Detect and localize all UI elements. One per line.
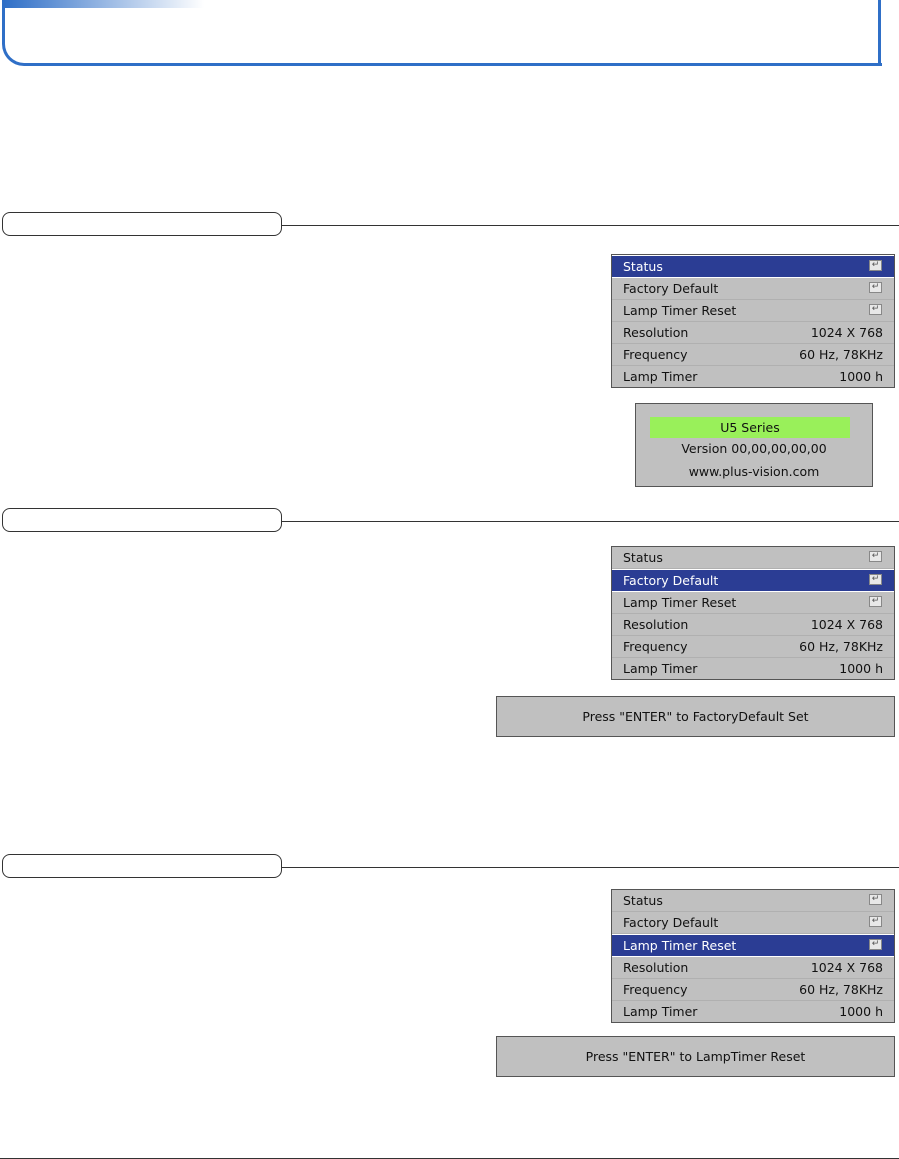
- section-heading-rule: [282, 521, 899, 522]
- menu-item-resolution: Resolution 1024 X 768: [612, 957, 894, 979]
- section-heading-pill: [2, 212, 282, 236]
- menu-item-value: 1024 X 768: [810, 325, 883, 340]
- section-heading-factory-default: [0, 508, 899, 534]
- menu-item-lamp-timer-reset[interactable]: Lamp Timer Reset ↵: [612, 300, 894, 322]
- menu-item-label: Status: [623, 259, 663, 274]
- section-heading-rule: [282, 867, 899, 868]
- menu-item-label: Status: [623, 550, 663, 565]
- lamp-timer-reset-message: Press "ENTER" to LampTimer Reset: [496, 1036, 895, 1077]
- menu-item-value: 1000 h: [839, 1004, 883, 1019]
- menu-item-label: Factory Default: [623, 915, 719, 930]
- osd-menu-status: Status ↵ Factory Default ↵ Lamp Timer Re…: [611, 254, 895, 388]
- menu-item-label: Resolution: [623, 617, 689, 632]
- version-info-box: U5 Series Version 00,00,00,00,00 www.plu…: [635, 403, 873, 487]
- menu-item-label: Factory Default: [623, 573, 719, 588]
- menu-item-lamp-timer: Lamp Timer 1000 h: [612, 366, 894, 387]
- section-heading-pill: [2, 854, 282, 878]
- menu-item-value: 1000 h: [839, 661, 883, 676]
- section-heading-rule: [282, 225, 899, 226]
- enter-icon: ↵: [869, 551, 882, 562]
- menu-item-label: Lamp Timer: [623, 1004, 698, 1019]
- menu-item-label: Lamp Timer Reset: [623, 595, 737, 610]
- osd-menu-factory-default: Status ↵ Factory Default ↵ Lamp Timer Re…: [611, 546, 895, 680]
- enter-icon: ↵: [869, 574, 882, 585]
- menu-item-frequency: Frequency 60 Hz, 78KHz: [612, 344, 894, 366]
- menu-item-label: Factory Default: [623, 281, 719, 296]
- enter-icon: ↵: [869, 596, 882, 607]
- header-divider: [878, 0, 881, 66]
- series-name: U5 Series: [650, 417, 850, 438]
- section-heading-pill: [2, 508, 282, 532]
- menu-item-lamp-timer-reset[interactable]: Lamp Timer Reset ↵: [612, 934, 894, 957]
- header-gradient: [4, 0, 204, 8]
- menu-item-label: Resolution: [623, 960, 689, 975]
- menu-item-status[interactable]: Status ↵: [612, 255, 894, 278]
- enter-icon: ↵: [869, 894, 882, 905]
- menu-item-frequency: Frequency 60 Hz, 78KHz: [612, 636, 894, 658]
- menu-item-label: Frequency: [623, 982, 688, 997]
- enter-icon: ↵: [869, 916, 882, 927]
- menu-item-label: Status: [623, 893, 663, 908]
- menu-item-resolution: Resolution 1024 X 768: [612, 614, 894, 636]
- menu-item-resolution: Resolution 1024 X 768: [612, 322, 894, 344]
- section-heading-lamp-timer-reset: [0, 854, 899, 880]
- menu-item-label: Frequency: [623, 347, 688, 362]
- menu-item-label: Lamp Timer Reset: [623, 938, 737, 953]
- enter-icon: ↵: [869, 282, 882, 293]
- factory-default-message: Press "ENTER" to FactoryDefault Set: [496, 696, 895, 737]
- version-number: Version 00,00,00,00,00: [681, 441, 827, 456]
- menu-item-value: 1024 X 768: [810, 960, 883, 975]
- menu-item-value: 60 Hz, 78KHz: [799, 347, 883, 362]
- menu-item-lamp-timer: Lamp Timer 1000 h: [612, 658, 894, 679]
- menu-item-label: Lamp Timer: [623, 661, 698, 676]
- menu-item-lamp-timer-reset[interactable]: Lamp Timer Reset ↵: [612, 592, 894, 614]
- osd-menu-lamp-timer-reset: Status ↵ Factory Default ↵ Lamp Timer Re…: [611, 889, 895, 1023]
- website-url: www.plus-vision.com: [688, 464, 820, 479]
- menu-item-label: Resolution: [623, 325, 689, 340]
- menu-item-value: 1000 h: [839, 369, 883, 384]
- menu-item-value: 60 Hz, 78KHz: [799, 982, 883, 997]
- enter-icon: ↵: [869, 939, 882, 950]
- menu-item-label: Lamp Timer Reset: [623, 303, 737, 318]
- section-heading-status: [0, 212, 899, 238]
- menu-item-factory-default[interactable]: Factory Default ↵: [612, 912, 894, 934]
- menu-item-frequency: Frequency 60 Hz, 78KHz: [612, 979, 894, 1001]
- menu-item-factory-default[interactable]: Factory Default ↵: [612, 569, 894, 592]
- menu-item-status[interactable]: Status ↵: [612, 547, 894, 569]
- header-frame: [2, 0, 882, 66]
- enter-icon: ↵: [869, 260, 882, 271]
- enter-icon: ↵: [869, 304, 882, 315]
- menu-item-status[interactable]: Status ↵: [612, 890, 894, 912]
- menu-item-label: Lamp Timer: [623, 369, 698, 384]
- menu-item-value: 60 Hz, 78KHz: [799, 639, 883, 654]
- menu-item-factory-default[interactable]: Factory Default ↵: [612, 278, 894, 300]
- menu-item-value: 1024 X 768: [810, 617, 883, 632]
- menu-item-lamp-timer: Lamp Timer 1000 h: [612, 1001, 894, 1022]
- menu-item-label: Frequency: [623, 639, 688, 654]
